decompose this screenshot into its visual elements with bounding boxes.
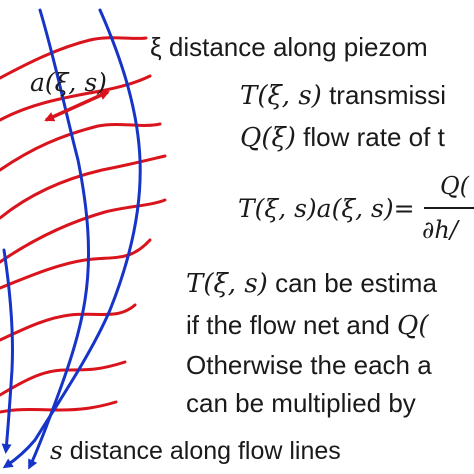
equipotential-line (0, 198, 167, 264)
t-text: transmissi (329, 80, 447, 110)
equipotential-line (0, 303, 137, 342)
estimation-line-4: can be multiplied by (186, 388, 416, 418)
equation-numerator: Q( (440, 172, 470, 200)
est-math-1: T(ξ, s) (186, 269, 268, 299)
a-double-arrow (44, 90, 110, 122)
equation-denominator: ∂h/ (422, 216, 458, 244)
equipotential-line (0, 36, 148, 80)
fraction-bar (424, 207, 474, 209)
s-symbol: s (50, 436, 63, 465)
est-text-1: can be estima (275, 268, 437, 298)
q-math: Q(ξ) (240, 123, 296, 153)
q-definition: Q(ξ) flow rate of t (240, 124, 445, 151)
flow-line (2, 8, 142, 469)
equipotential-lines (0, 36, 167, 414)
equipotential-line (0, 122, 162, 172)
estimation-line-1: T(ξ, s) can be estima (186, 270, 437, 297)
equation-lhs: T(ξ, s)a(ξ, s)= (238, 194, 415, 223)
flow-line (1, 248, 15, 454)
equipotential-line (0, 238, 152, 290)
q-text: flow rate of t (303, 122, 445, 152)
a-label: a(ξ, s) (30, 68, 107, 97)
xi-symbol: ξ (150, 32, 162, 62)
equipotential-line (0, 360, 127, 397)
est-math-2: Q( (397, 311, 429, 341)
t-definition: T(ξ, s) transmissi (240, 82, 446, 109)
s-text: distance along flow lines (69, 437, 341, 465)
equipotential-line (0, 400, 118, 414)
t-math: T(ξ, s) (240, 81, 322, 111)
estimation-line-2: if the flow net and Q( (186, 312, 429, 339)
xi-definition: ξ distance along piezom (150, 34, 428, 60)
est-text-2: if the flow net and (186, 310, 390, 340)
s-definition: s distance along flow lines (50, 438, 341, 464)
xi-text: distance along piezom (168, 32, 428, 62)
estimation-line-3: Otherwise the each a (186, 350, 432, 380)
equipotential-line (0, 154, 167, 220)
